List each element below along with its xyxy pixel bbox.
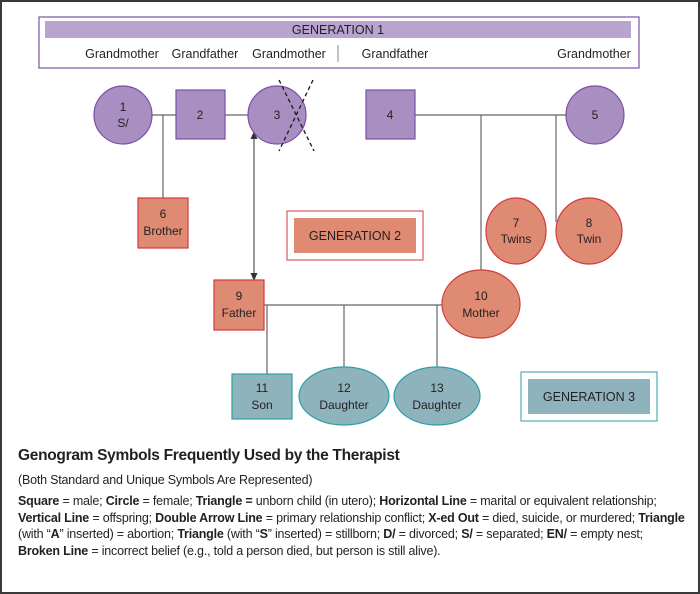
person-1[interactable]: 1 S/	[93, 85, 153, 145]
svg-text:Daughter: Daughter	[412, 398, 461, 412]
legend-definition: ” inserted) = stillborn;	[267, 527, 384, 541]
svg-text:Son: Son	[251, 398, 272, 412]
legend-term: Double Arrow Line	[155, 510, 263, 525]
legend-term: Square	[18, 494, 60, 508]
legend-term: S	[259, 527, 268, 541]
legend: Genogram Symbols Frequently Used by the …	[18, 447, 688, 559]
svg-text:2: 2	[197, 108, 204, 122]
legend-title: Genogram Symbols Frequently Used by the …	[18, 447, 400, 464]
legend-subtitle: (Both Standard and Unique Symbols Are Re…	[18, 473, 313, 487]
generation-1-bar	[45, 21, 631, 38]
legend-definition: (with “	[223, 527, 260, 541]
legend-term: Broken Line	[18, 543, 89, 558]
role-label: Grandmother	[85, 47, 159, 61]
generation-2-title: GENERATION 2	[309, 229, 401, 243]
person-13-daughter[interactable]: 13 Daughter	[393, 366, 481, 426]
svg-text:10: 10	[474, 289, 488, 303]
svg-text:3: 3	[274, 108, 281, 122]
svg-text:7: 7	[513, 216, 520, 230]
person-6-brother[interactable]: 6 Brother	[137, 197, 189, 249]
legend-term: Horizontal Line	[379, 494, 467, 508]
svg-text:1: 1	[120, 100, 127, 114]
role-label: Grandfather	[362, 47, 429, 61]
legend-term: X-ed Out	[428, 510, 479, 525]
arrowhead-down-icon	[250, 273, 258, 281]
legend-definition: = separated;	[472, 527, 547, 541]
svg-text:8: 8	[586, 216, 593, 230]
legend-term: D/	[383, 527, 396, 541]
svg-text:13: 13	[430, 381, 444, 395]
svg-text:Twins: Twins	[501, 232, 532, 246]
legend-definition: = died, suicide, or murdered;	[478, 510, 639, 525]
person-3[interactable]: 3	[247, 79, 315, 152]
legend-definition: unborn child (in utero);	[252, 494, 380, 508]
relationship-lines	[152, 114, 568, 374]
person-8-twin[interactable]: 8 Twin	[555, 197, 623, 265]
svg-text:Twin: Twin	[577, 232, 602, 246]
arrowhead-up-icon	[250, 131, 258, 139]
svg-text:Brother: Brother	[143, 224, 182, 238]
person-11-son[interactable]: 11 Son	[231, 373, 293, 420]
generation-3-title: GENERATION 3	[543, 390, 635, 404]
person-5[interactable]: 5	[565, 85, 625, 145]
generation-2-bar	[294, 218, 416, 253]
role-label: Grandmother	[252, 47, 326, 61]
legend-term: Triangle =	[195, 494, 253, 508]
legend-definition: = divorced;	[395, 527, 462, 541]
legend-definition: = marital or equivalent relationship;	[466, 494, 657, 508]
generation-1-title: GENERATION 1	[292, 23, 384, 37]
svg-text:11: 11	[256, 381, 269, 395]
person-2[interactable]: 2	[175, 89, 226, 140]
legend-definition: = offspring;	[89, 510, 156, 525]
svg-text:S/: S/	[117, 116, 129, 130]
legend-definition: = female;	[139, 494, 196, 508]
legend-term: Triangle	[638, 510, 685, 525]
role-label: Grandmother	[557, 47, 631, 61]
legend-term: Triangle	[177, 527, 224, 541]
legend-definition: (with “	[18, 527, 51, 541]
role-label: Grandfather	[172, 47, 239, 61]
svg-text:Daughter: Daughter	[319, 398, 368, 412]
svg-text:Mother: Mother	[462, 306, 499, 320]
legend-definition: ” inserted) = abortion;	[59, 527, 178, 541]
svg-text:Father: Father	[222, 306, 257, 320]
legend-term: S/	[461, 527, 473, 541]
svg-text:12: 12	[337, 381, 351, 395]
svg-text:9: 9	[236, 289, 243, 303]
legend-term: Vertical Line	[18, 510, 90, 525]
legend-term: Circle	[105, 494, 140, 508]
legend-term: A	[50, 527, 60, 541]
legend-definition: = empty nest;	[566, 527, 643, 541]
person-7-twin[interactable]: 7 Twins	[485, 197, 547, 265]
person-10-mother[interactable]: 10 Mother	[441, 269, 521, 339]
legend-body: Square = male; Circle = female; Triangle…	[18, 493, 688, 559]
x-ed-out-icon	[278, 79, 315, 152]
svg-text:5: 5	[592, 108, 599, 122]
legend-definition: = primary relationship conflict;	[262, 510, 429, 525]
person-4[interactable]: 4	[365, 89, 416, 140]
legend-term: EN/	[546, 527, 567, 541]
person-12-daughter[interactable]: 12 Daughter	[298, 366, 390, 426]
generation-3-bar	[528, 379, 650, 414]
svg-text:6: 6	[160, 207, 167, 221]
legend-definition: = incorrect belief (e.g., told a person …	[88, 543, 441, 558]
person-9-father[interactable]: 9 Father	[213, 279, 265, 331]
genogram-diagram: GENERATION 1 Grandmother Grandfather Gra…	[38, 16, 658, 426]
legend-definition: = male;	[59, 494, 106, 508]
svg-text:4: 4	[387, 108, 394, 122]
